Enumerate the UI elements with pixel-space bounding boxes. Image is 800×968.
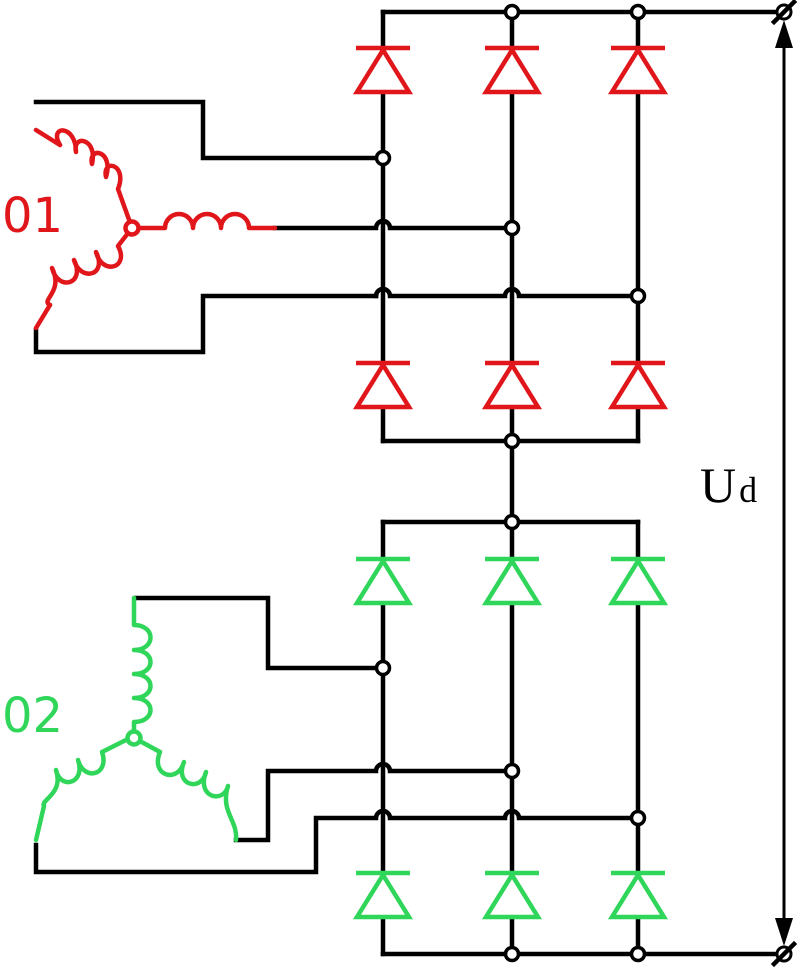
diode-lower-top-right <box>607 556 669 606</box>
diode-upper-lower-left <box>352 360 414 410</box>
positive-terminal <box>770 0 798 26</box>
diode-lower-top-middle <box>481 556 543 606</box>
diode-top-middle <box>481 45 543 95</box>
arrow-head-down-icon <box>775 918 793 946</box>
diode-top-right <box>607 45 669 95</box>
diode-lower-top-left <box>352 556 414 606</box>
bridge1-frame <box>380 9 781 525</box>
winding1-star-coils <box>33 127 278 331</box>
diode-bottom-right <box>607 870 669 920</box>
diode-top-left <box>352 45 414 95</box>
junction-nodes <box>374 3 647 963</box>
diode-bottom-middle <box>481 870 543 920</box>
winding1-label: 01 <box>2 188 63 244</box>
winding2-star-coils <box>33 595 239 843</box>
diode-bottom-left <box>352 870 414 920</box>
arrow-head-up-icon <box>775 20 793 48</box>
bridge2-frame <box>380 519 781 957</box>
voltage-subscript: d <box>739 470 757 510</box>
winding1-connection-wires <box>33 99 641 355</box>
winding2-connection-wires <box>33 595 641 875</box>
output-voltage-label: Ud <box>700 457 757 513</box>
winding2-label: 02 <box>2 688 63 744</box>
diode-upper-lower-right <box>607 360 669 410</box>
output-voltage-indicator <box>770 0 798 968</box>
diode-upper-lower-middle <box>481 360 543 410</box>
voltage-symbol: U <box>700 457 736 513</box>
negative-terminal <box>770 940 798 968</box>
